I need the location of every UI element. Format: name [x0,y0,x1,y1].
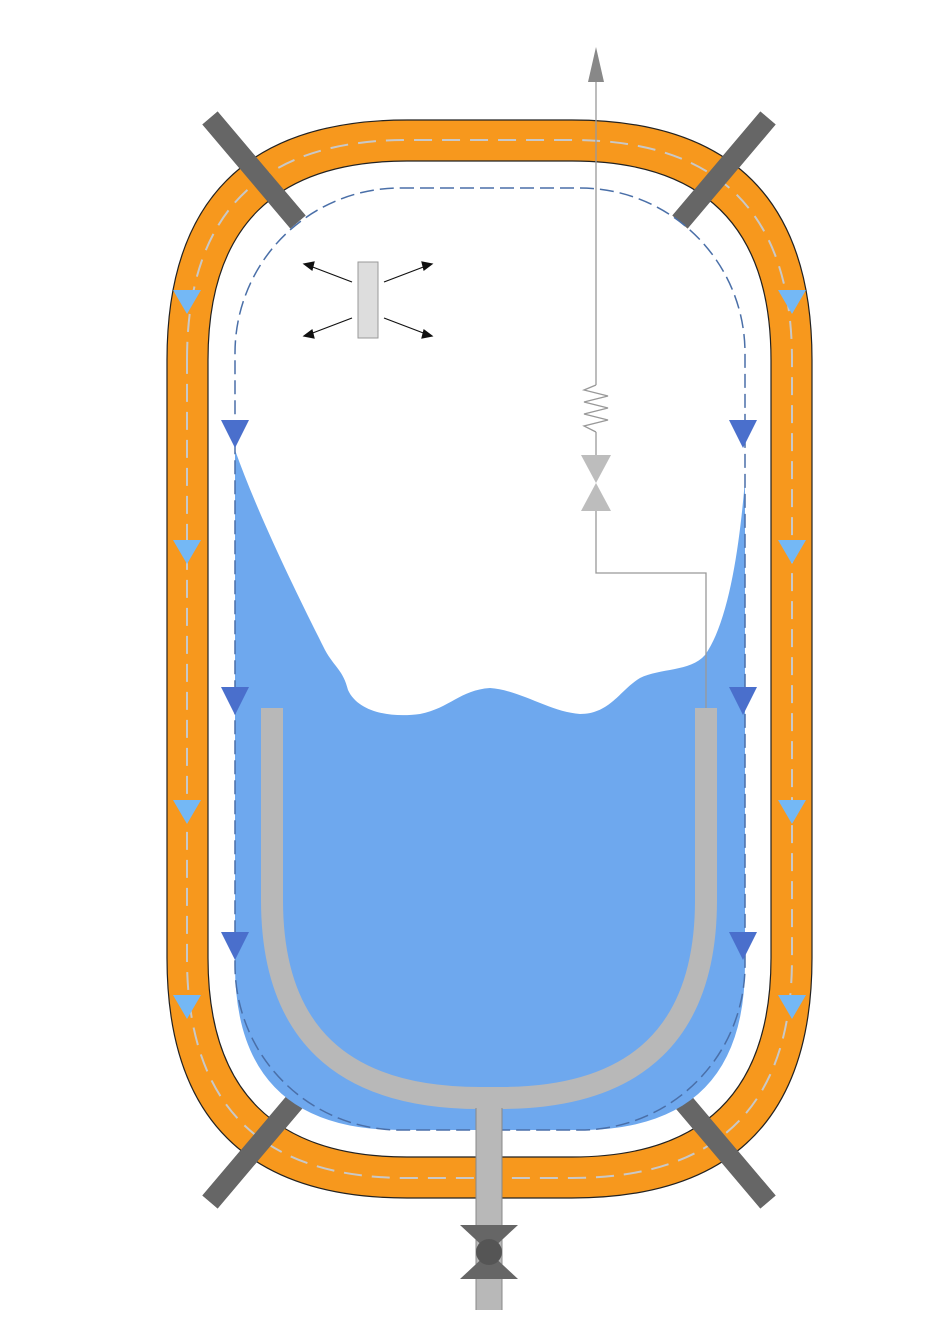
flow-arrow-icon [221,932,249,960]
relief-spring-icon [581,384,609,433]
flow-arrow-icon [173,800,201,824]
spray-nozzle-icon [302,261,434,339]
liquid-fill [235,450,745,1130]
flow-arrow-icon [778,540,806,564]
inner-flow-arrows [221,420,757,960]
jacket-flow-arrows [173,290,806,1019]
flow-arrow-icon [778,800,806,824]
flow-arrow-icon [729,687,757,715]
vent-line [581,80,707,708]
flow-arrow-icon [173,995,201,1019]
vent-arrow-icon [588,47,604,82]
vent-valve-icon[interactable] [581,455,611,511]
u-tube-coil [261,708,717,1109]
heating-jacket [166,119,813,1199]
flow-arrow-icon [729,932,757,960]
flow-arrow-icon [221,687,249,715]
flow-arrow-icon [221,420,249,448]
flow-arrow-icon [173,540,201,564]
flow-arrow-icon [173,290,201,314]
flow-arrow-icon [778,995,806,1019]
flow-arrow-icon [778,290,806,314]
flow-arrow-icon [729,420,757,448]
drain-valve-icon[interactable] [460,1225,518,1279]
